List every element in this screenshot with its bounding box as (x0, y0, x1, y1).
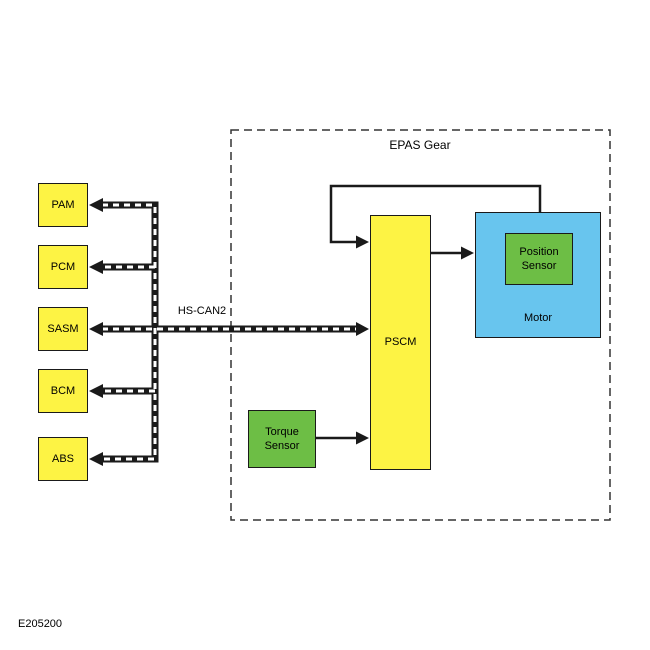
arrow-into-pam (89, 198, 103, 212)
motor-box: Position Sensor Motor (475, 212, 601, 338)
arrow-into-pcm (89, 260, 103, 274)
arrow-into-sasm (89, 322, 103, 336)
pscm-label: PSCM (384, 336, 417, 349)
module-label-abs: ABS (51, 452, 74, 465)
module-box-abs: ABS (38, 437, 88, 481)
module-box-pam: PAM (38, 183, 88, 227)
torque-sensor-box: Torque Sensor (248, 410, 316, 468)
epas-gear-container-border (230, 129, 611, 521)
arrow-into-abs (89, 452, 103, 466)
module-box-sasm: SASM (38, 307, 88, 351)
pscm-box: PSCM (370, 215, 431, 470)
epas-gear-label: EPAS Gear (389, 138, 451, 152)
arrow-feedback-into-pscm (356, 235, 369, 249)
module-label-pcm: PCM (50, 260, 76, 273)
bus-arrowheads (89, 198, 369, 466)
arrow-into-pscm-bus (356, 322, 369, 336)
torque-sensor-label: Torque Sensor (264, 425, 300, 452)
module-box-pcm: PCM (38, 245, 88, 289)
arrow-into-motor (461, 246, 474, 260)
arrow-torque-into-pscm (356, 431, 369, 445)
position-sensor-box: Position Sensor (505, 233, 573, 285)
module-label-bcm: BCM (50, 384, 76, 397)
hs-can2-bus-line (102, 201, 358, 463)
signal-lines (316, 184, 542, 440)
signal-arrowheads (356, 235, 474, 445)
hs-can2-label: HS-CAN2 (177, 305, 227, 317)
motor-feedback-line (329, 184, 542, 244)
arrow-into-bcm (89, 384, 103, 398)
module-box-bcm: BCM (38, 369, 88, 413)
motor-label: Motor (523, 311, 553, 324)
module-label-sasm: SASM (47, 322, 79, 335)
figure-id-label: E205200 (18, 618, 63, 630)
position-sensor-label: Position Sensor (519, 245, 559, 272)
module-label-pam: PAM (51, 198, 75, 211)
